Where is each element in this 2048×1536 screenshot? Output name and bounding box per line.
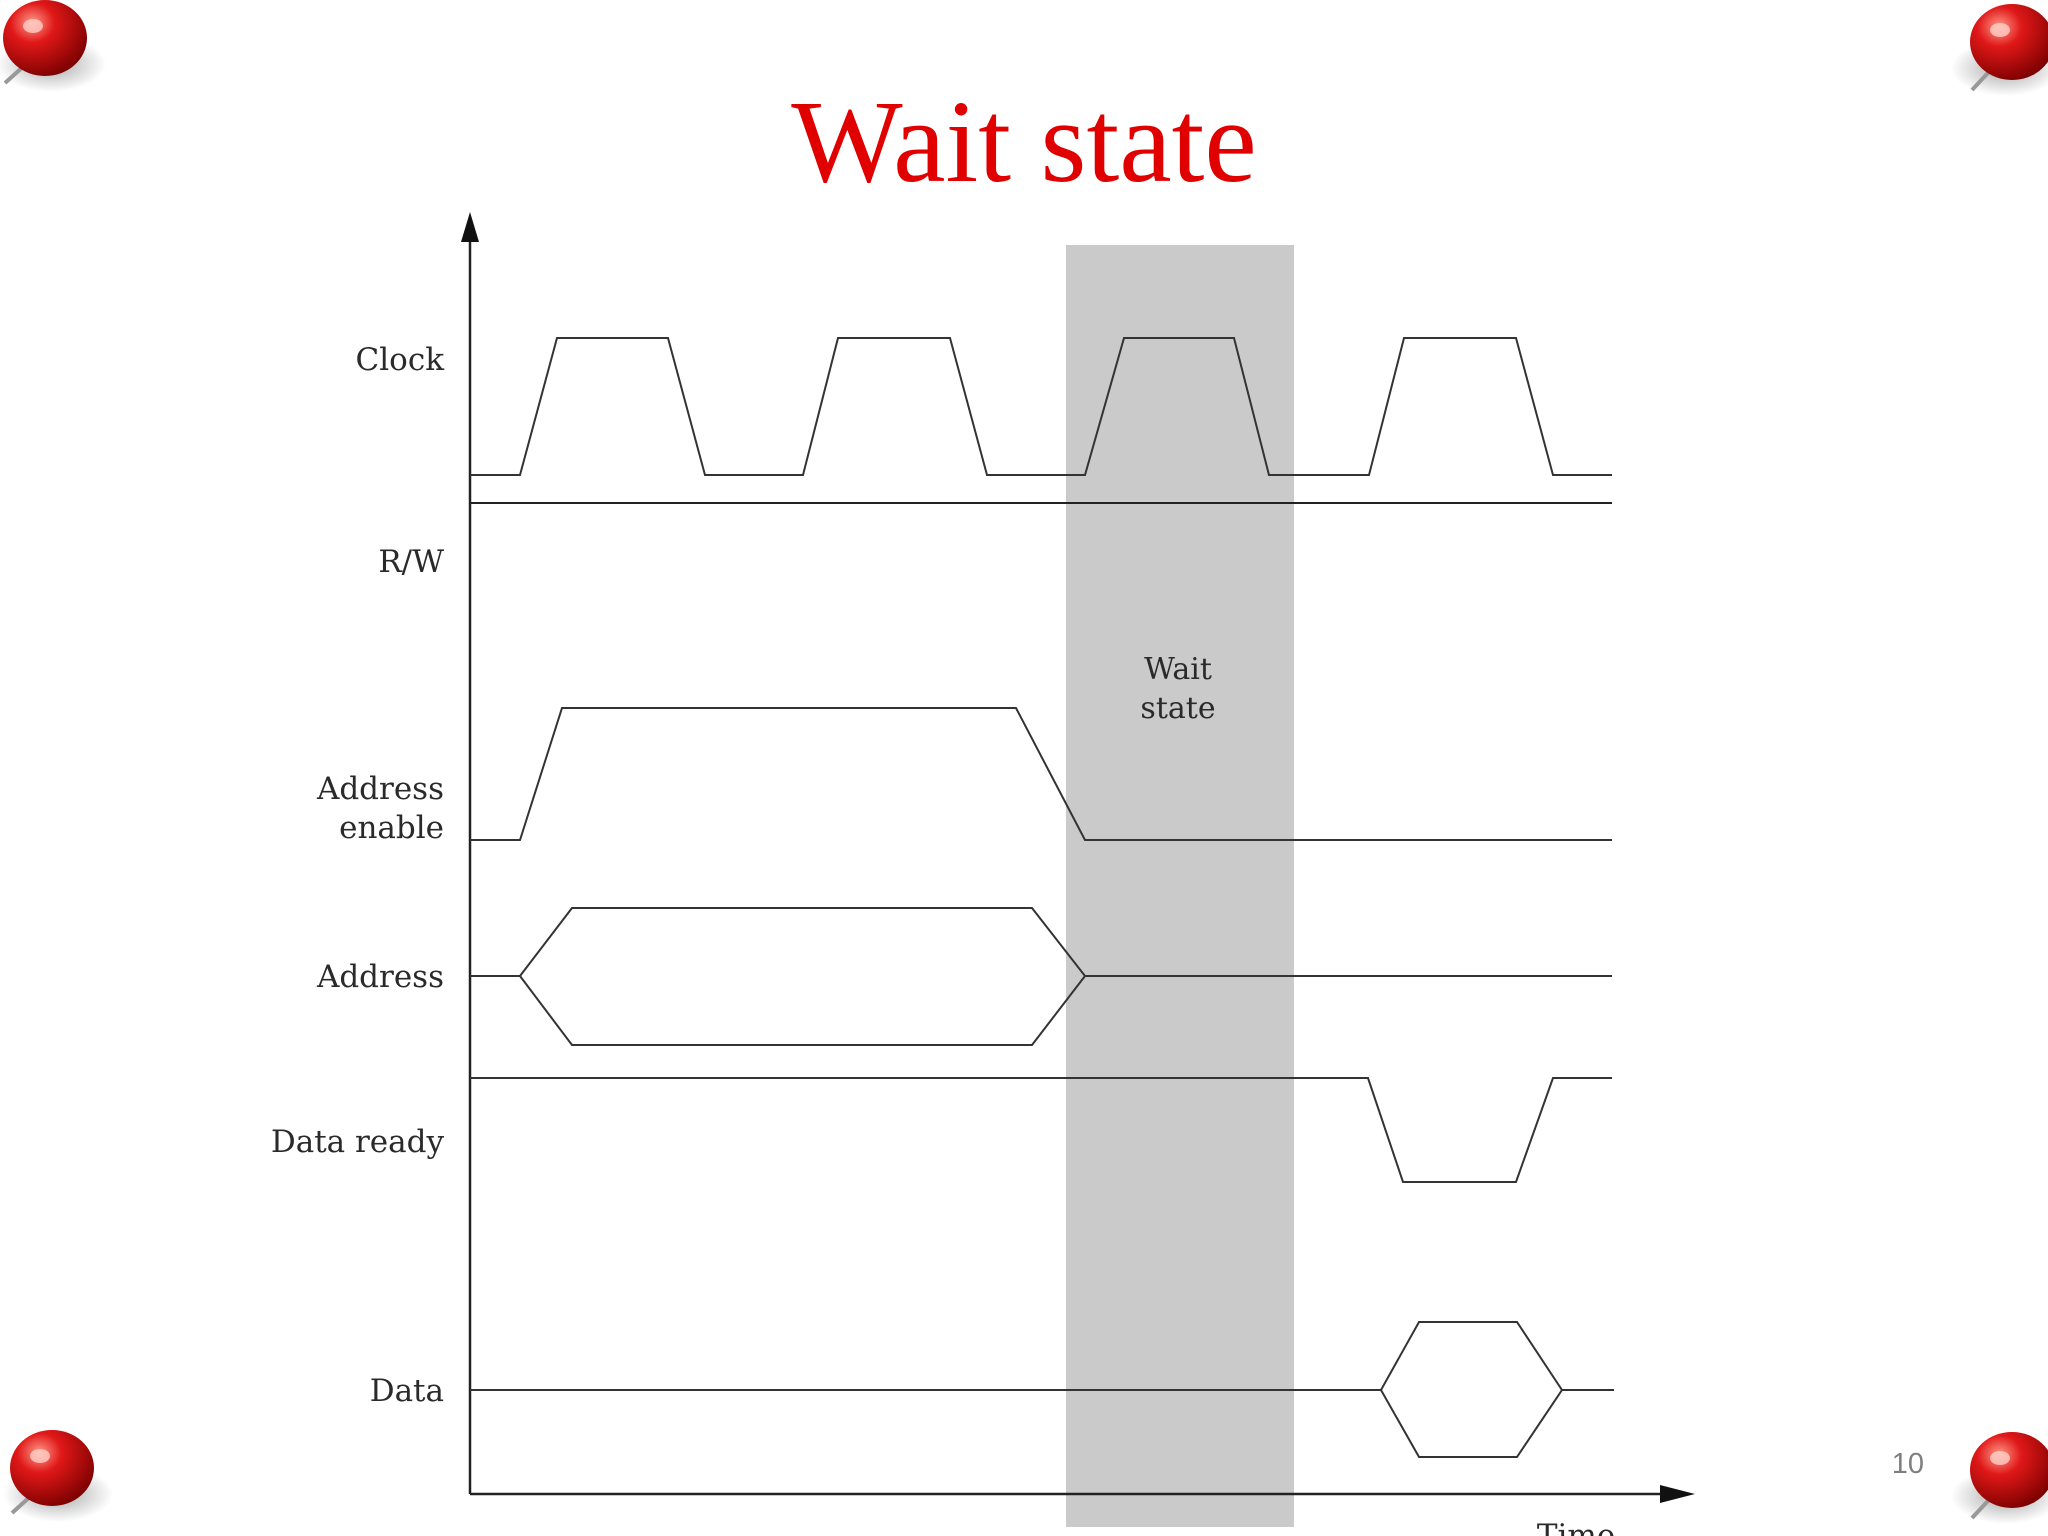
wait-state-label-line1: Wait (1144, 652, 1212, 687)
red-pushpin-icon (1951, 1432, 2048, 1524)
address-enable-waveform (470, 707, 1612, 841)
signal-label-data-ready: Data ready (271, 1124, 445, 1160)
signal-label-address-enable-line2: enable (339, 810, 444, 846)
signal-label-rw: R/W (378, 544, 444, 580)
red-pushpin-icon (1951, 4, 2048, 96)
slide-number: 10 (1891, 1448, 1924, 1480)
signal-label-data: Data (370, 1373, 444, 1409)
red-pushpin-icon (3, 1430, 113, 1522)
wait-state-label-line2: state (1140, 691, 1215, 726)
address-waveform (470, 907, 1612, 1046)
signal-label-address: Address (316, 959, 444, 995)
signal-label-clock: Clock (356, 342, 445, 378)
signal-label-address-enable-line1: Address (316, 771, 444, 807)
wait-state-band (1066, 245, 1294, 1527)
red-pushpin-icon (0, 0, 106, 92)
clock-waveform (470, 337, 1612, 476)
slide-title: Wait state (791, 76, 1257, 207)
y-axis-arrowhead (461, 212, 479, 242)
x-axis-arrowhead (1660, 1485, 1695, 1503)
data-ready-waveform (470, 1077, 1612, 1183)
axes (468, 240, 1660, 1496)
time-axis-label: Time (1537, 1518, 1615, 1536)
data-waveform (470, 1321, 1614, 1458)
waveforms (470, 337, 1614, 1458)
